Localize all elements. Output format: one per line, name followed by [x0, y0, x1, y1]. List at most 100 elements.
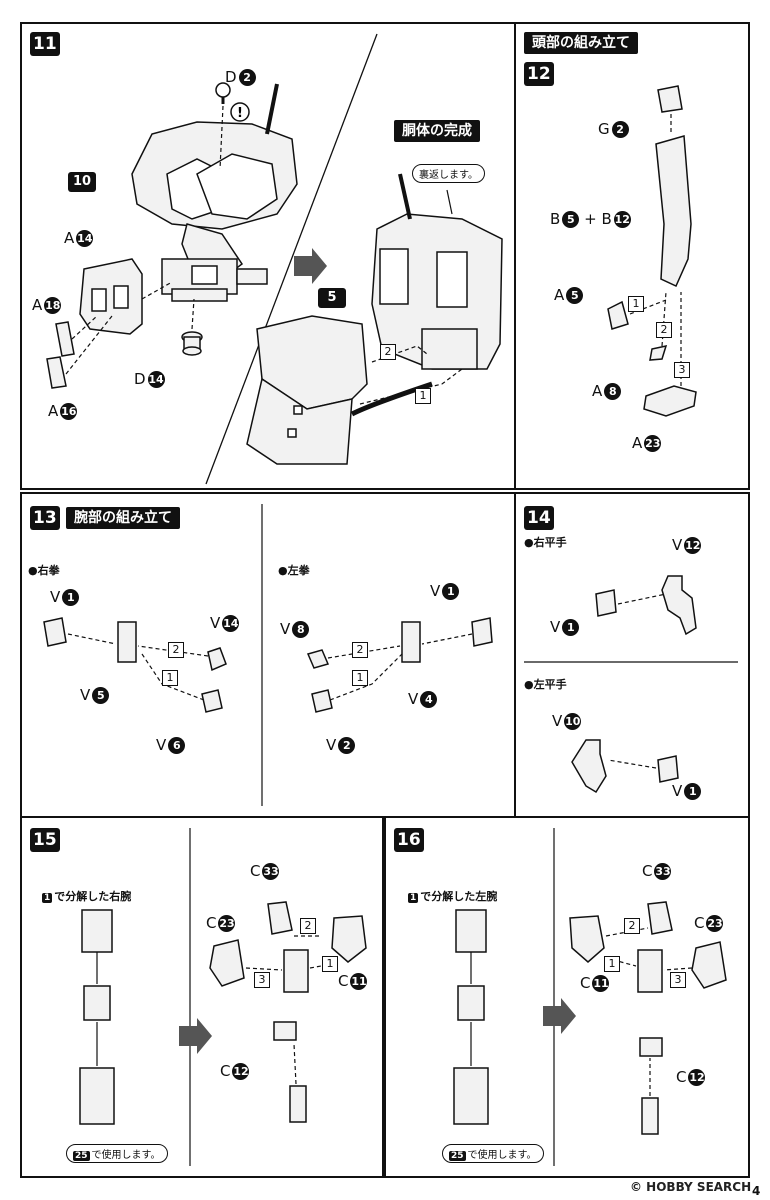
- part-c12: [639, 1037, 663, 1057]
- right-open-hand-heading: ●右平手: [524, 536, 567, 549]
- step-11-panel: 11 !: [20, 22, 516, 490]
- part-c23: [691, 941, 727, 989]
- left-hand-v1: [657, 755, 679, 783]
- svg-text:!: !: [237, 106, 243, 121]
- seq-3: 3: [674, 362, 690, 378]
- step-11-illustration: !: [46, 33, 503, 485]
- flip-note: 裏返します。: [412, 164, 485, 183]
- left-v2: [311, 689, 333, 713]
- seq-1: 1: [628, 296, 644, 312]
- step-14-illustration: [524, 575, 738, 794]
- part-5-skirt: [246, 315, 433, 465]
- right-hand-v1: [595, 589, 617, 617]
- part-a5: [607, 300, 629, 330]
- part-g2: [657, 85, 683, 113]
- left-open-hand-heading: ●左平手: [524, 678, 567, 691]
- left-v1: [471, 617, 493, 647]
- step-number: 16: [394, 828, 424, 852]
- seq-1: 1: [322, 956, 338, 972]
- part-a18: [55, 321, 75, 357]
- arm-core: [637, 949, 663, 993]
- seq-2: 2: [624, 918, 640, 934]
- right-v5: [117, 621, 137, 663]
- step-number: 15: [30, 828, 60, 852]
- page-number: 4: [752, 1184, 761, 1198]
- left-fist-heading: ●左拳: [278, 564, 310, 577]
- sub-step-5: 5: [318, 288, 346, 308]
- part-c11: [569, 915, 605, 963]
- step-number: 12: [524, 62, 554, 86]
- completion-banner: 胴体の完成: [394, 120, 480, 142]
- left-v8: [306, 649, 330, 669]
- head-banner: 頭部の組み立て: [524, 32, 638, 54]
- left-v4: [401, 621, 421, 663]
- torso-part: [131, 83, 298, 302]
- step-16-illustration: [453, 828, 727, 1166]
- hobby-search-watermark: © HOBBY SEARCH: [630, 1180, 752, 1194]
- part-c33: [647, 901, 673, 935]
- right-hand-v12: [661, 575, 697, 636]
- step-number: 13: [30, 506, 60, 530]
- part-c12: [273, 1021, 297, 1041]
- seq-3: 3: [670, 972, 686, 988]
- right-v14: [207, 647, 227, 672]
- step-15-illustration: [79, 828, 367, 1166]
- seq-2: 2: [380, 344, 396, 360]
- step-12-illustration: [607, 85, 697, 417]
- part-d14: [181, 331, 203, 356]
- step-number: 14: [524, 506, 554, 530]
- step-number: 11: [30, 32, 60, 56]
- part-c23: [209, 939, 245, 987]
- right-v6: [201, 689, 223, 713]
- part-a14: [79, 258, 143, 335]
- seq-1: 1: [415, 388, 431, 404]
- right-fist-heading: ●右拳: [28, 564, 60, 577]
- right-v1: [43, 617, 67, 647]
- part-c33: [267, 901, 293, 935]
- seq-2: 2: [656, 322, 672, 338]
- seq-2: 2: [300, 918, 316, 934]
- arm-core: [283, 949, 309, 993]
- part-a23: [643, 385, 697, 417]
- seq-3: 3: [254, 972, 270, 988]
- seq-1-right: 1: [162, 670, 178, 686]
- seq-1: 1: [604, 956, 620, 972]
- completed-torso: [371, 173, 503, 370]
